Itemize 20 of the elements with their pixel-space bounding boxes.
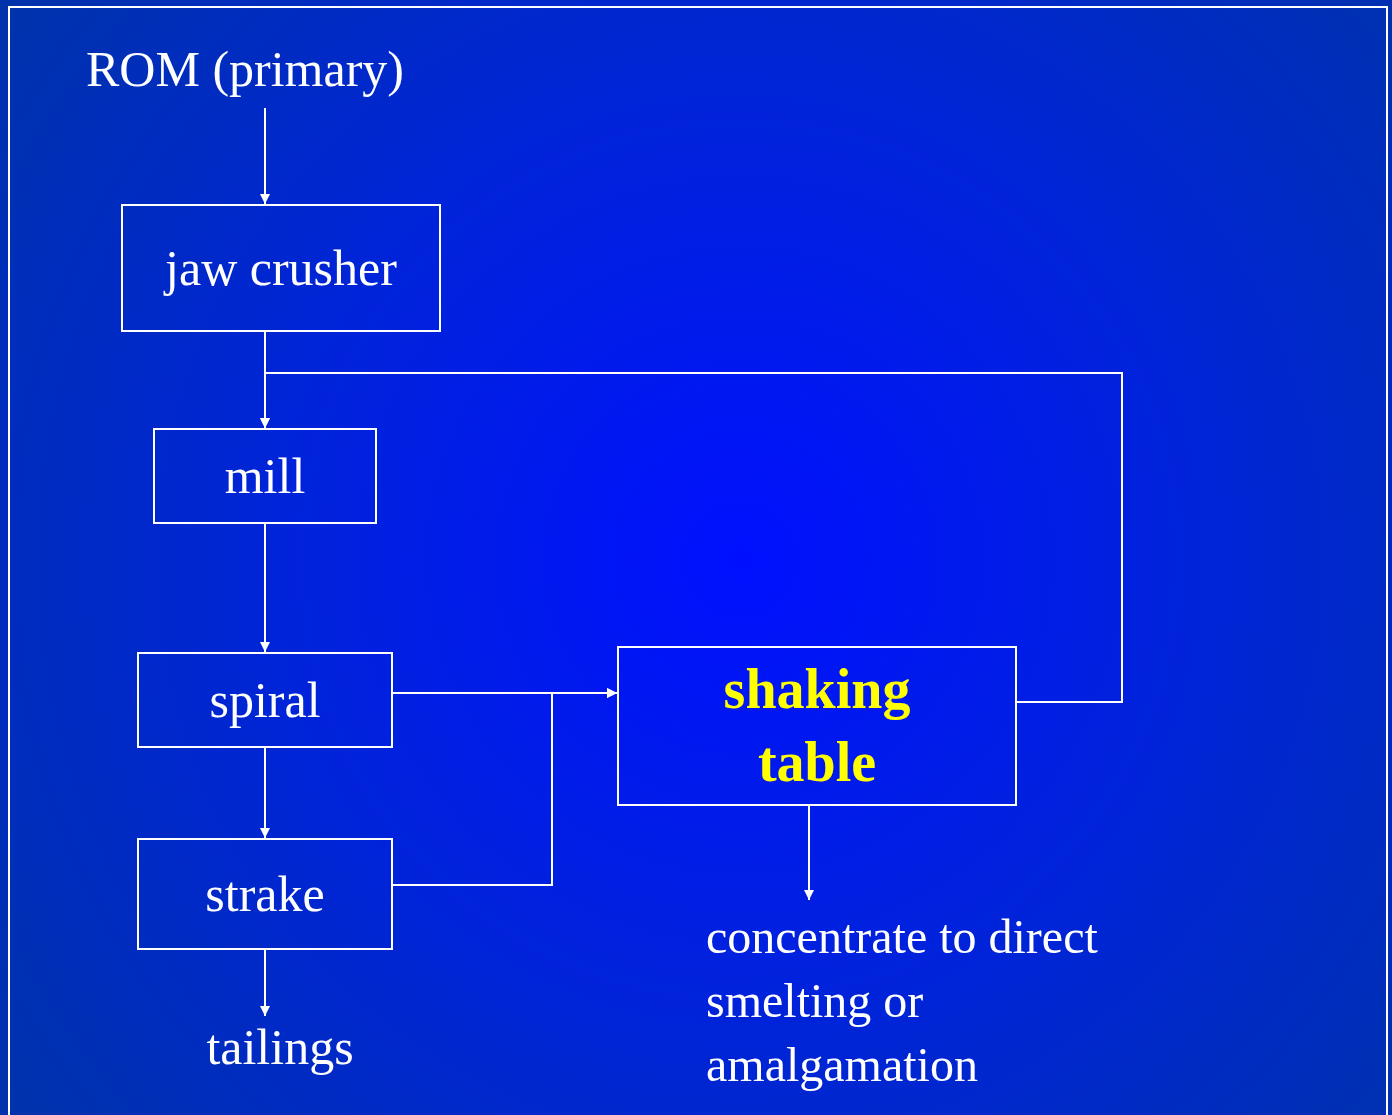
box-label: spiral bbox=[209, 670, 321, 730]
flow-arrow bbox=[260, 372, 1123, 703]
box-label: shaking table bbox=[722, 657, 912, 795]
process-box bbox=[137, 652, 393, 748]
process-box bbox=[137, 838, 393, 950]
flow-arrow bbox=[260, 107, 270, 205]
flow-label: ROM (primary) bbox=[86, 39, 404, 99]
flow-label: concentrate to direct smelting or amalgamation bbox=[706, 909, 1099, 1093]
box-label: strake bbox=[205, 864, 325, 924]
box-label: jaw crusher bbox=[165, 238, 397, 298]
box-label: mill bbox=[224, 446, 306, 506]
flow-arrow bbox=[260, 949, 270, 1017]
flow-arrow bbox=[260, 747, 270, 839]
flow-arrow bbox=[392, 688, 618, 886]
flow-label: tailings bbox=[206, 1017, 354, 1077]
flow-arrow bbox=[804, 805, 814, 901]
flow-arrow bbox=[260, 523, 270, 653]
process-box bbox=[153, 428, 377, 524]
process-box bbox=[121, 204, 441, 332]
process-box bbox=[617, 646, 1017, 806]
